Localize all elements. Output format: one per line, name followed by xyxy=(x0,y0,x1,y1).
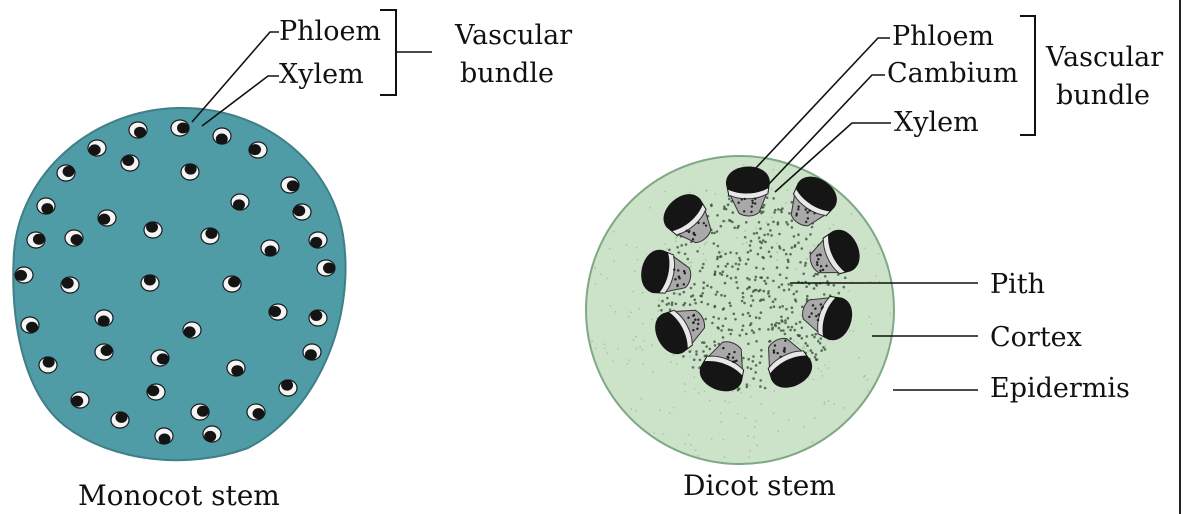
monocot-vascular-bundle xyxy=(88,140,106,156)
monocot-group-label-line2: bundle xyxy=(460,58,554,89)
monocot-vascular-bundle xyxy=(61,277,79,293)
dicot-bracket xyxy=(1020,16,1035,135)
monocot-vascular-bundle xyxy=(279,380,297,396)
dicot-stem-section xyxy=(586,156,894,464)
dicot-cambium-label: Cambium xyxy=(887,58,1018,89)
monocot-vascular-bundle xyxy=(144,222,162,238)
monocot-vascular-bundle xyxy=(183,322,201,338)
monocot-caption: Monocot stem xyxy=(78,479,280,512)
monocot-vascular-bundle xyxy=(261,240,279,256)
monocot-bracket xyxy=(380,10,396,95)
monocot-vascular-bundle xyxy=(95,310,113,326)
monocot-vascular-bundle xyxy=(223,276,241,292)
monocot-vascular-bundle xyxy=(309,310,327,326)
monocot-vascular-bundle xyxy=(15,267,33,283)
monocot-vascular-bundle xyxy=(155,428,173,444)
dicot-caption: Dicot stem xyxy=(683,469,836,502)
monocot-vascular-bundle xyxy=(281,177,299,193)
monocot-vascular-bundle xyxy=(57,165,75,181)
monocot-vascular-bundle xyxy=(249,142,267,158)
monocot-vascular-bundle xyxy=(303,344,321,360)
monocot-group-label-line1: Vascular xyxy=(454,20,572,51)
monocot-vascular-bundle xyxy=(21,317,39,333)
monocot-xylem-label: Xylem xyxy=(279,59,364,90)
monocot-vascular-bundle xyxy=(129,122,147,138)
dicot-phloem-label: Phloem xyxy=(892,21,994,52)
monocot-vascular-bundle xyxy=(227,360,245,376)
monocot-vascular-bundle xyxy=(71,392,89,408)
dicot-pith-label: Pith xyxy=(990,269,1045,300)
monocot-vascular-bundle xyxy=(37,198,55,214)
monocot-vascular-bundle xyxy=(247,404,265,420)
monocot-vascular-bundle xyxy=(65,230,83,246)
dicot-group-label-line1: Vascular xyxy=(1045,42,1163,73)
monocot-vascular-bundle xyxy=(27,232,45,248)
monocot-vascular-bundle xyxy=(269,304,287,320)
monocot-vascular-bundle xyxy=(191,404,209,420)
monocot-vascular-bundle xyxy=(317,260,335,276)
monocot-vascular-bundle xyxy=(231,194,249,210)
dicot-epidermis-label: Epidermis xyxy=(990,373,1130,404)
monocot-vascular-bundle xyxy=(95,344,113,360)
dicot-xylem-label: Xylem xyxy=(894,107,979,138)
monocot-vascular-bundle xyxy=(171,120,189,136)
monocot-vascular-bundle xyxy=(151,350,169,366)
dicot-group-label-line2: bundle xyxy=(1056,80,1150,111)
monocot-vascular-bundle xyxy=(121,155,139,171)
monocot-vascular-bundle xyxy=(111,412,129,428)
monocot-vascular-bundle xyxy=(201,228,219,244)
monocot-vascular-bundle xyxy=(141,275,159,291)
monocot-labels: Phloem Xylem Vascular bundle xyxy=(192,10,572,126)
monocot-vascular-bundle xyxy=(309,232,327,248)
monocot-vascular-bundle xyxy=(213,128,231,144)
monocot-vascular-bundle xyxy=(98,210,116,226)
dicot-cortex-label: Cortex xyxy=(990,322,1082,353)
monocot-vascular-bundle xyxy=(293,204,311,220)
monocot-vascular-bundle xyxy=(181,164,199,180)
monocot-vascular-bundle xyxy=(147,384,165,400)
monocot-stem-section xyxy=(13,108,345,460)
monocot-vascular-bundle xyxy=(39,357,57,373)
monocot-phloem-label: Phloem xyxy=(279,16,381,47)
monocot-vascular-bundle xyxy=(203,426,221,442)
